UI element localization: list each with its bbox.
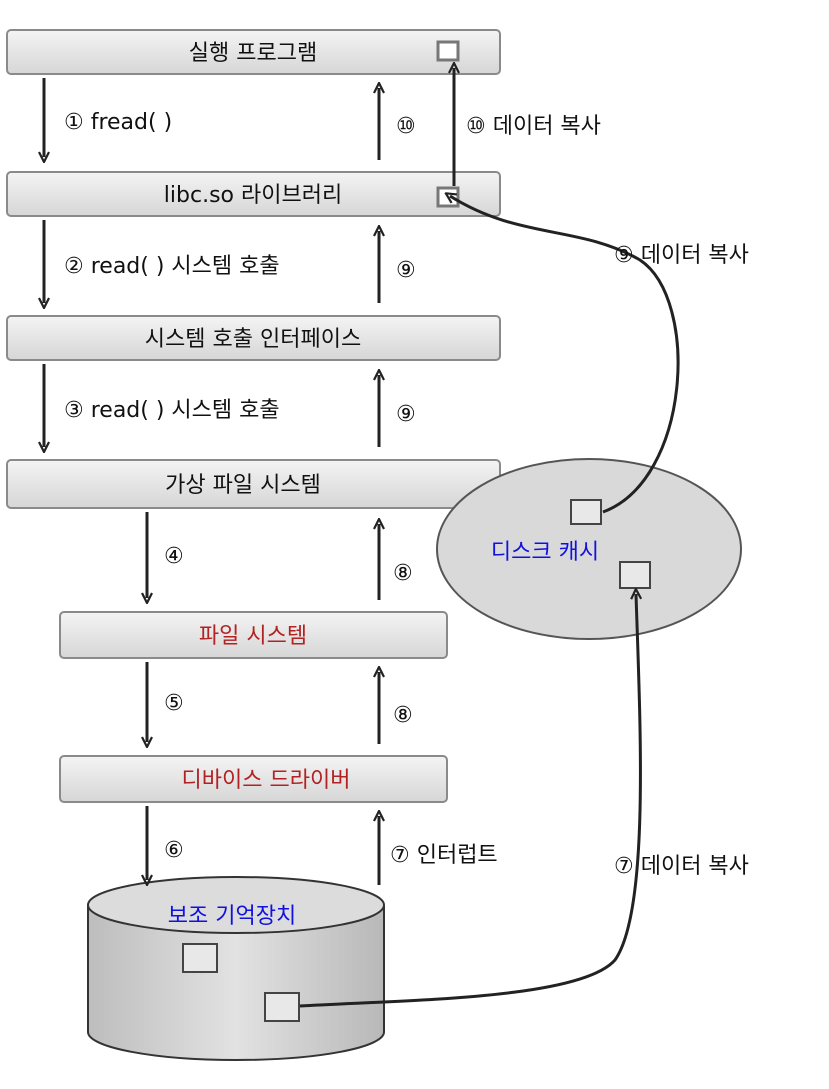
layer-filesystem-label: 파일 시스템 [199, 624, 307, 649]
step-8-label: ⑧ [393, 561, 413, 586]
step-7-copy-label: ⑦ 데이터 복사 [614, 854, 749, 879]
step-3-label: ③ read( ) 시스템 호출 [64, 398, 280, 423]
layer-vfs-label: 가상 파일 시스템 [165, 473, 321, 498]
layer-libc: libc.so 라이브러리 [6, 171, 501, 217]
step-5-label: ⑤ [164, 691, 184, 716]
copy-curve-icon [299, 594, 640, 1008]
data-block-icon [436, 40, 460, 62]
data-block-icon [570, 499, 602, 525]
step-6-label: ⑥ [164, 838, 184, 863]
disk-cache-label: 디스크 캐시 [491, 540, 599, 565]
step-9-copy-label: ⑨ 데이터 복사 [614, 243, 749, 268]
step-8-label: ⑧ [393, 703, 413, 728]
data-block-icon [182, 943, 218, 973]
disk-cache: 디스크 캐시 [436, 458, 742, 640]
step-10-label: ⑩ [396, 114, 416, 139]
data-block-icon [619, 561, 651, 589]
layer-program: 실행 프로그램 [6, 29, 501, 75]
storage-label: 보조 기억장치 [168, 904, 296, 929]
step-10-copy-label: ⑩ 데이터 복사 [466, 114, 601, 139]
layer-device-driver-label: 디바이스 드라이버 [182, 768, 351, 793]
step-9-label: ⑨ [396, 402, 416, 427]
storage-cylinder: 보조 기억장치 [87, 876, 385, 1061]
layer-vfs: 가상 파일 시스템 [6, 459, 501, 509]
layer-program-label: 실행 프로그램 [189, 41, 317, 66]
step-7-interrupt-label: ⑦ 인터럽트 [390, 843, 498, 868]
copy-curve-icon [450, 196, 680, 514]
step-1-label: ① fread( ) [64, 110, 172, 135]
data-block-icon [436, 186, 460, 208]
layer-device-driver: 디바이스 드라이버 [59, 755, 448, 803]
layer-filesystem: 파일 시스템 [59, 611, 448, 659]
step-2-label: ② read( ) 시스템 호출 [64, 254, 280, 279]
data-block-icon [264, 992, 300, 1022]
step-9-label: ⑨ [396, 258, 416, 283]
layer-libc-label: libc.so 라이브러리 [164, 183, 342, 208]
layer-syscall-interface: 시스템 호출 인터페이스 [6, 315, 501, 361]
step-4-label: ④ [164, 544, 184, 569]
layer-syscall-interface-label: 시스템 호출 인터페이스 [145, 327, 361, 352]
